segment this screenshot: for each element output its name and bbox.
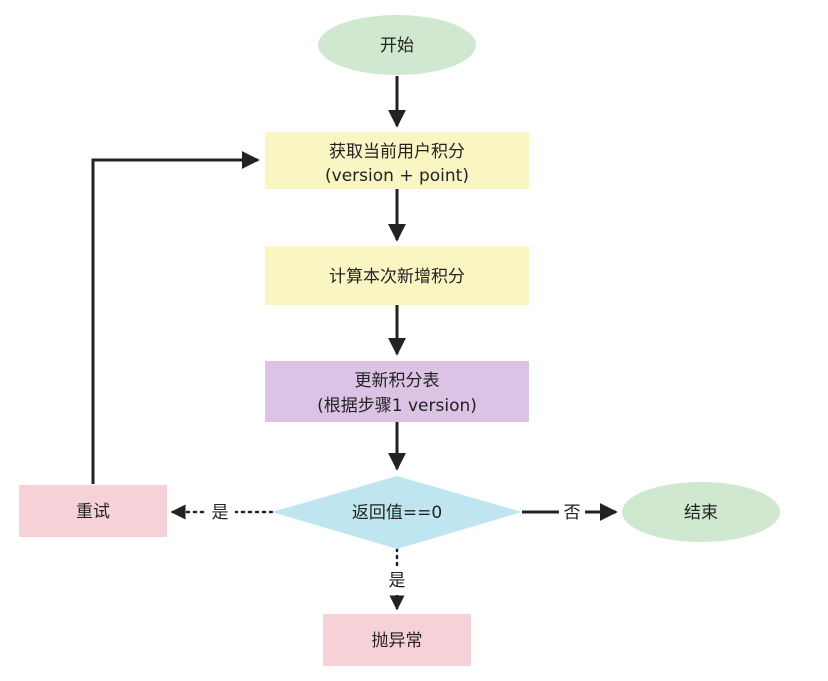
node-retry: 重试 <box>19 485 167 537</box>
node-get-points: 获取当前用户积分 (version + point) <box>265 132 529 189</box>
end-terminal-shape <box>622 482 780 542</box>
start-terminal-shape <box>318 15 476 75</box>
throw-label: 抛异常 <box>372 631 423 651</box>
end-label: 结束 <box>684 503 718 523</box>
node-end: 结束 <box>622 482 780 542</box>
retry-label: 重试 <box>76 502 110 522</box>
throw-error-shape <box>323 614 471 666</box>
edge-label-no-right: 否 <box>564 503 581 523</box>
get-points-process-shape <box>265 132 529 189</box>
decision-diamond-shape <box>272 476 522 549</box>
node-start: 开始 <box>318 15 476 75</box>
update-table-process-shape <box>265 361 529 422</box>
update-table-label-line1: 更新积分表 <box>355 371 440 391</box>
node-calc-points: 计算本次新增积分 <box>265 246 529 305</box>
node-decision: 返回值==0 <box>272 476 522 549</box>
update-table-label-line2: (根据步骤1 version) <box>317 396 477 416</box>
get-points-label-line1: 获取当前用户积分 <box>329 142 465 162</box>
edge-label-yes-down: 是 <box>389 571 406 591</box>
start-label: 开始 <box>380 36 414 56</box>
edge-label-yes-left: 是 <box>212 503 229 523</box>
node-update-table: 更新积分表 (根据步骤1 version) <box>265 361 529 422</box>
calc-points-label: 计算本次新增积分 <box>329 267 465 287</box>
edge-retry-loop-to-get-points <box>91 151 260 484</box>
calc-points-process-shape <box>265 246 529 305</box>
get-points-label-line2: (version + point) <box>325 166 469 186</box>
decision-label: 返回值==0 <box>352 503 442 523</box>
node-throw: 抛异常 <box>323 614 471 666</box>
retry-error-shape <box>19 485 167 537</box>
